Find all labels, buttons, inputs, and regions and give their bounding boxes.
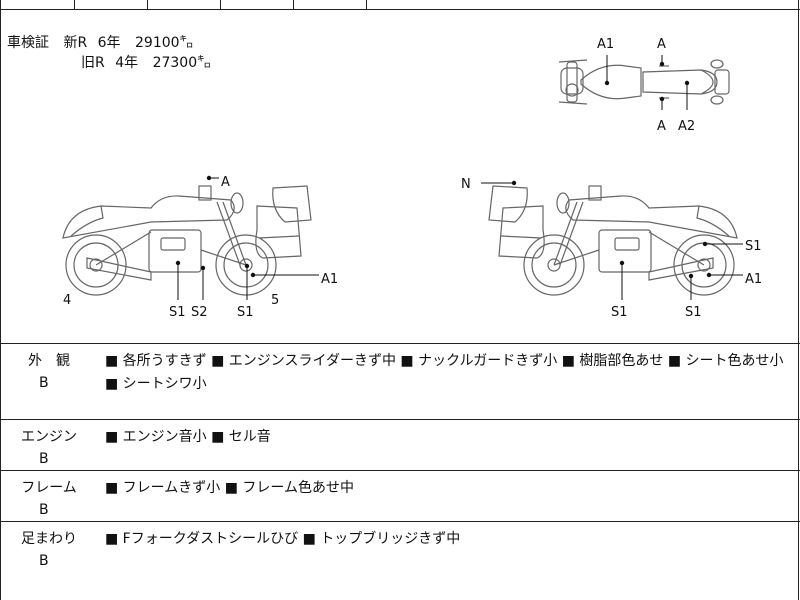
- motorcycle-diagrams: A1 A A A2: [62, 37, 762, 320]
- header-cell-divider: [366, 0, 367, 9]
- row-notes: ■ Fフォークダストシールひび ■ トップブリッジきず中: [105, 531, 461, 547]
- left-label-a: A: [221, 175, 230, 190]
- row-category: フレーム: [21, 480, 77, 496]
- inspection-new-label: 新R: [63, 35, 88, 51]
- inspection-old-label: 旧R: [81, 55, 105, 71]
- inspection-old-km: 27300㌔: [152, 55, 212, 71]
- right-label-s1-b: S1: [685, 305, 702, 320]
- condition-row-suspension: 足まわり B ■ Fフォークダストシールひび ■ トップブリッジきず中: [1, 522, 800, 600]
- right-label-s1-a: S1: [611, 305, 628, 320]
- row-grade: B: [39, 502, 49, 518]
- top-label-a2: A2: [678, 119, 695, 134]
- row-category: 外 観: [28, 353, 70, 369]
- motorcycle-left-view: [62, 185, 312, 296]
- top-label-a-upper: A: [657, 37, 666, 52]
- top-view-leader-lines: [606, 55, 688, 110]
- condition-row-exterior: 外 観 B ■ 各所うすきず ■ エンジンスライダーきず中 ■ ナックルガードき…: [1, 344, 800, 420]
- row-grade: B: [39, 375, 49, 391]
- condition-row-frame: フレーム B ■ フレームきず小 ■ フレーム色あせ中: [1, 471, 800, 522]
- condition-row-engine: エンジン B ■ エンジン音小 ■ セル音: [1, 420, 800, 471]
- top-view-damage-markers: [604, 61, 690, 102]
- row-grade: B: [39, 451, 49, 467]
- right-label-s1-c: S1: [745, 239, 762, 254]
- left-label-num-5: 5: [271, 293, 279, 308]
- inspection-new-km: 29100㌔: [135, 35, 194, 51]
- right-label-a1: A1: [745, 272, 762, 287]
- inspection-new-line: 車検証 新R 6年 29100㌔: [7, 32, 194, 52]
- inspection-label: 車検証: [7, 35, 49, 51]
- left-label-s2: S2: [191, 305, 208, 320]
- header-cell-divider: [293, 0, 294, 9]
- header-cell-divider: [220, 0, 221, 9]
- left-view-damage-markers: [175, 175, 256, 278]
- row-notes: ■ フレームきず小 ■ フレーム色あせ中: [105, 480, 354, 496]
- top-label-a1: A1: [597, 37, 614, 52]
- row-category: 足まわり: [21, 531, 77, 547]
- left-view-leader-lines: [177, 177, 319, 300]
- inspection-new-years: 6年: [97, 35, 121, 51]
- inspection-old-years: 4年: [115, 55, 139, 71]
- right-view-leader-lines: [481, 182, 743, 300]
- row-category: エンジン: [21, 429, 77, 445]
- header-cell-divider: [147, 0, 148, 9]
- right-label-n: N: [461, 177, 471, 192]
- row-notes: ■ エンジン音小 ■ セル音: [105, 429, 271, 445]
- left-label-s1-a: S1: [169, 305, 186, 320]
- damage-diagram-area: 車検証 新R 6年 29100㌔ 旧R 4年 27300㌔: [1, 10, 800, 344]
- inspection-old-line: 旧R 4年 27300㌔: [81, 52, 211, 72]
- left-label-s1-b: S1: [237, 305, 254, 320]
- header-cell-divider: [74, 0, 75, 9]
- top-label-a-lower: A: [657, 119, 666, 134]
- left-label-a1: A1: [321, 272, 338, 287]
- left-label-num-4: 4: [63, 293, 71, 308]
- header-table-strip: [1, 0, 800, 10]
- motorcycle-right-view: [488, 185, 738, 296]
- row-notes: ■ 各所うすきず ■ エンジンスライダーきず中 ■ ナックルガードきず小 ■ 樹…: [105, 353, 784, 392]
- row-grade: B: [39, 553, 49, 569]
- motorcycle-top-view: [558, 59, 730, 105]
